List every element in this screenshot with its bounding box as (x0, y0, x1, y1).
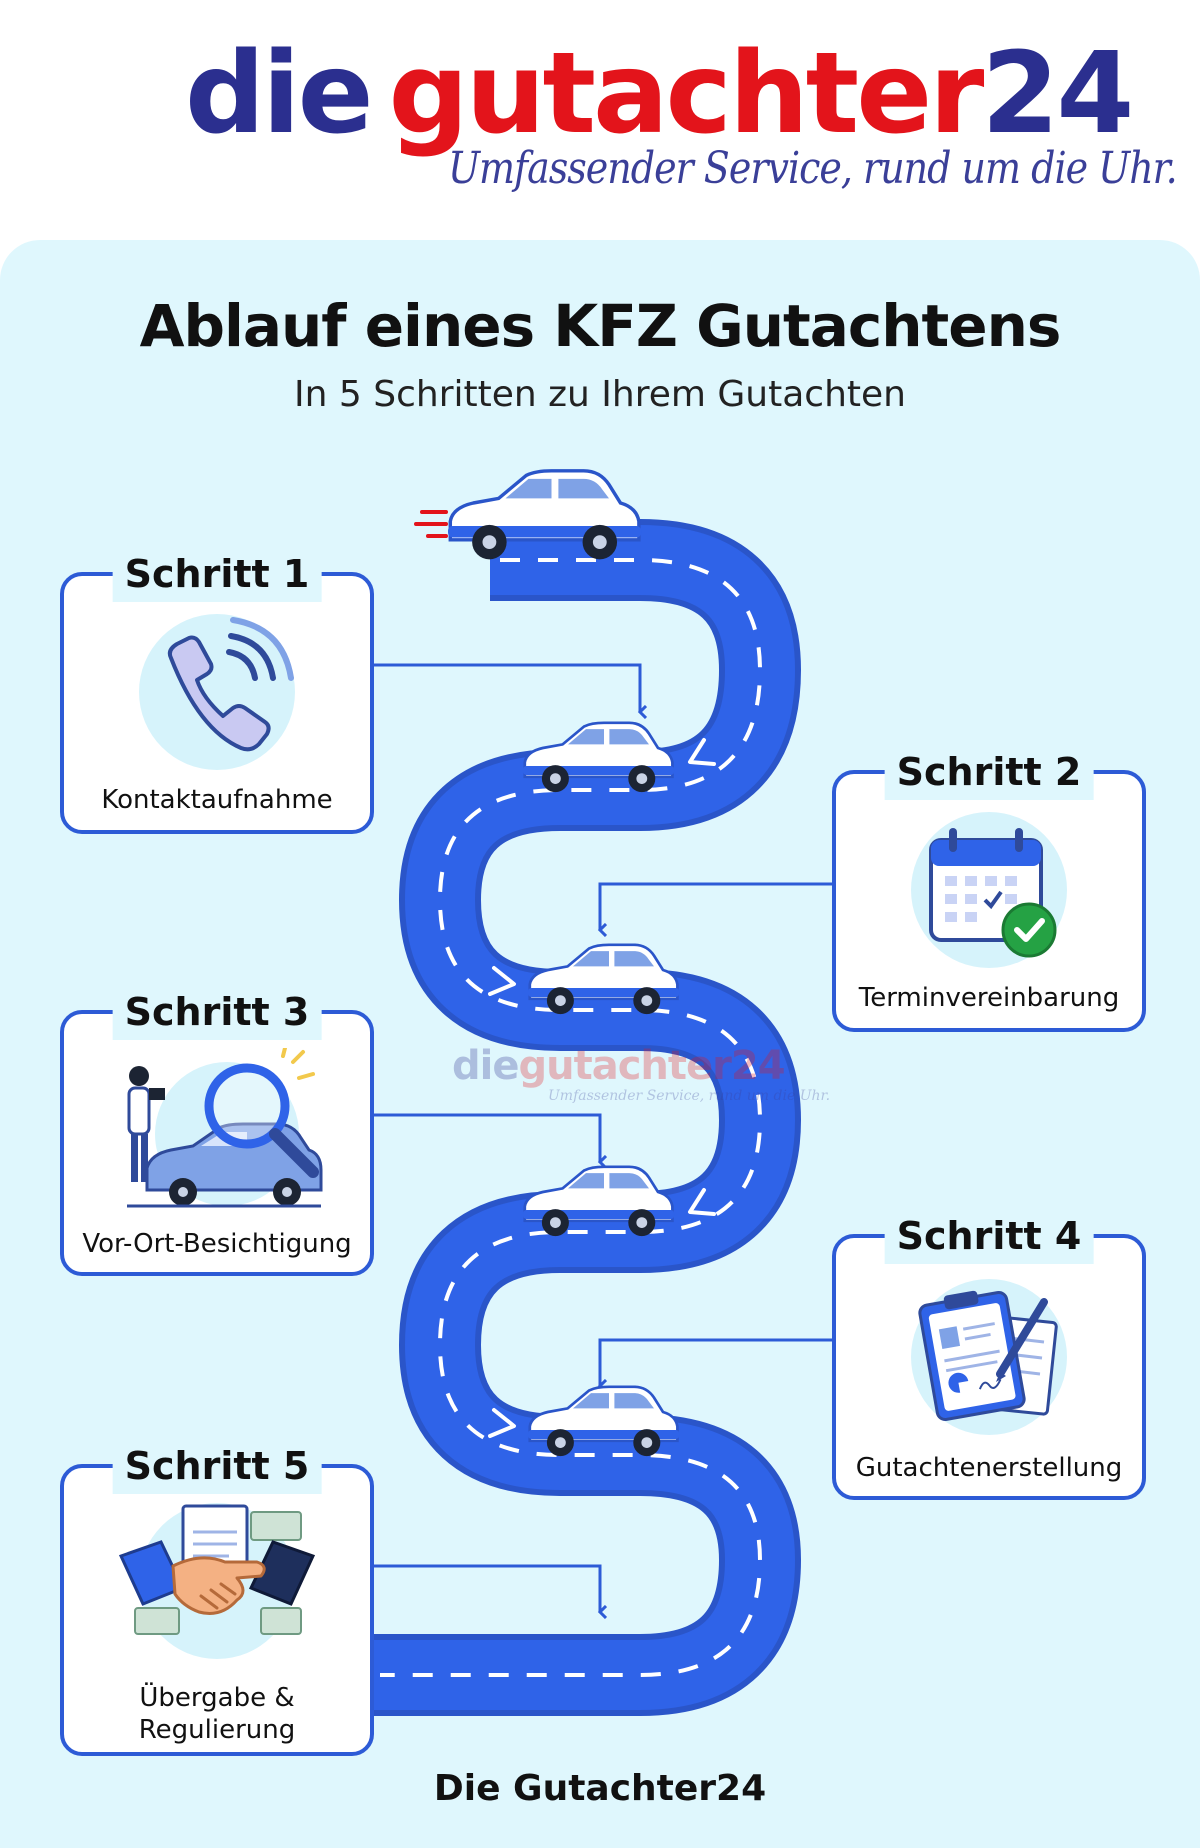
connector-step-2 (600, 882, 832, 930)
logo-slogan: Umfassender Service, rund um die Uhr. (448, 142, 1178, 194)
step-label: Gutachtenerstellung (855, 1453, 1123, 1483)
logo-gutachter: gutachter (388, 29, 985, 159)
road-edge (370, 519, 801, 1716)
step-card-2: Schritt 2 Terminvereinbarung (832, 744, 1146, 1032)
handshake-icon (118, 1503, 316, 1659)
step-label: Übergabe & Regulierung (138, 1683, 296, 1745)
step-title: Schritt 1 (112, 546, 322, 602)
step-label: Terminvereinbarung (858, 983, 1120, 1013)
step-card-1: Schritt 1 Kontaktaufnahme (60, 546, 374, 834)
connector-step-3 (374, 1113, 600, 1162)
step-label: Kontaktaufnahme (101, 785, 333, 815)
watermark-gutachter: gutachter24 (518, 1043, 785, 1089)
page-title: Ablauf eines KFZ Gutachtens (139, 292, 1062, 360)
speed-lines (414, 510, 448, 538)
step-title: Schritt 4 (884, 1208, 1094, 1264)
step-card-5: Schritt 5 Übergabe & Regulierung (60, 1438, 374, 1756)
calendar-check-icon (911, 812, 1067, 968)
phone-icon (139, 614, 295, 770)
step-title: Schritt 2 (884, 744, 1094, 800)
report-clipboard-icon (911, 1279, 1067, 1435)
road-arrow-3 (688, 1188, 716, 1216)
connector-step-5 (374, 1564, 600, 1612)
footer-brand: Die Gutachter24 (433, 1768, 767, 1809)
road-arrow-4 (488, 1408, 516, 1438)
watermark-die: die (452, 1043, 519, 1089)
connector-step-1 (374, 663, 640, 712)
step-title: Schritt 5 (112, 1438, 322, 1494)
road-lane-markings (380, 558, 763, 1677)
watermark-slogan: Umfassender Service, rund um die Uhr. (548, 1088, 831, 1104)
step-card-3: Schritt 3 Vor-Ort-Besichtigung (60, 984, 374, 1276)
step-card-4: Schritt 4 Gutachtenerstellung (832, 1208, 1146, 1500)
road-arrow-2 (488, 966, 516, 996)
watermark-logo: diegutachter24 Umfassender Service, rund… (452, 1046, 830, 1104)
road-arrow-1 (688, 738, 716, 766)
logo-number: 24 (981, 29, 1134, 159)
logo-die: die (185, 29, 374, 159)
step-title: Schritt 3 (112, 984, 322, 1040)
car-inspection-icon (127, 1048, 323, 1208)
connector-step-4 (600, 1338, 832, 1386)
step-label: Vor-Ort-Besichtigung (82, 1229, 352, 1259)
page-subtitle: In 5 Schritten zu Ihrem Gutachten (294, 374, 906, 415)
